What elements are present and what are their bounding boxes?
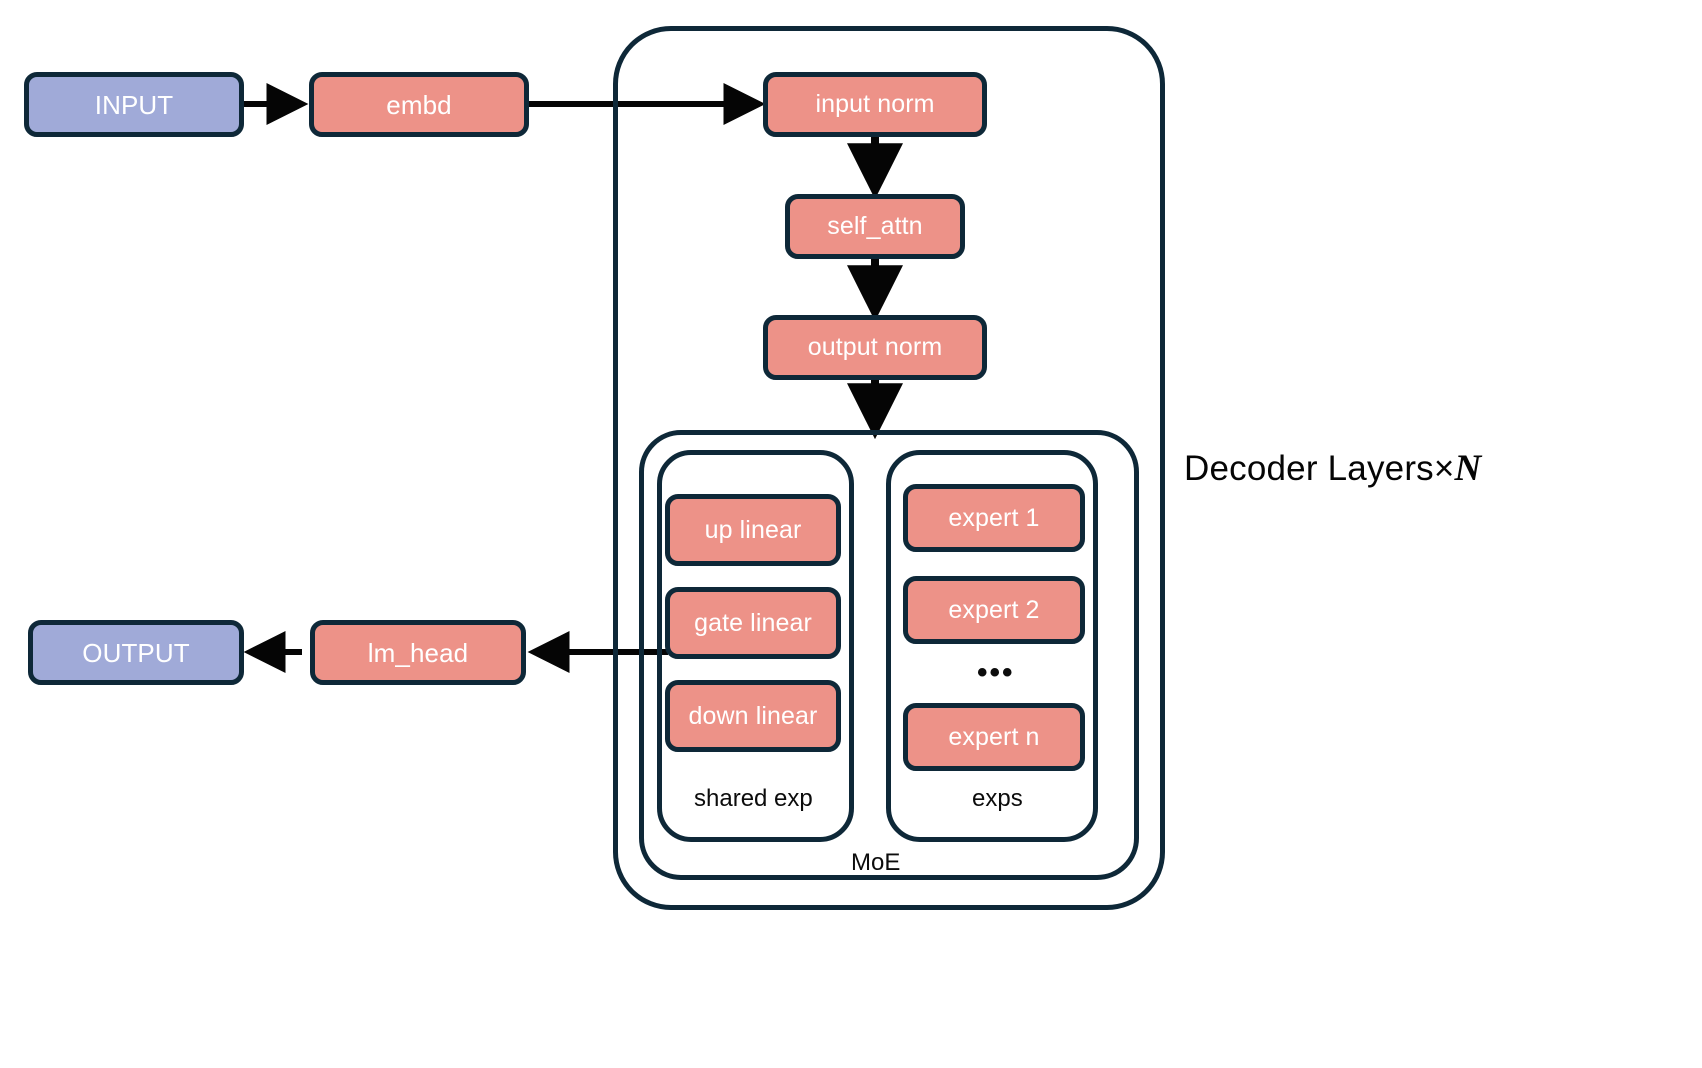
shared-expert-label: shared exp: [694, 785, 813, 812]
decoder-caption-multiplier: N: [1454, 448, 1482, 489]
node-input-norm[interactable]: input norm: [763, 72, 987, 137]
shared-expert-container: [657, 450, 854, 842]
node-self-attn[interactable]: self_attn: [785, 194, 965, 259]
node-lm-head[interactable]: lm_head: [310, 620, 526, 685]
node-gate-linear[interactable]: gate linear: [665, 587, 841, 659]
node-expert-1[interactable]: expert 1: [903, 484, 1085, 552]
experts-container: [886, 450, 1098, 842]
decoder-layers-container: [613, 26, 1165, 910]
decoder-layers-caption: Decoder Layers×N: [1184, 450, 1481, 487]
experts-label: exps: [972, 785, 1023, 812]
node-output-norm[interactable]: output norm: [763, 315, 987, 380]
node-expert-n[interactable]: expert n: [903, 703, 1085, 771]
node-up-linear[interactable]: up linear: [665, 494, 841, 566]
experts-ellipsis: •••: [977, 656, 1015, 689]
node-embd[interactable]: embd: [309, 72, 529, 137]
node-expert-2[interactable]: expert 2: [903, 576, 1085, 644]
decoder-caption-prefix: Decoder Layers×: [1184, 449, 1455, 488]
node-input[interactable]: INPUT: [24, 72, 244, 137]
moe-label: MoE: [851, 849, 901, 876]
node-output[interactable]: OUTPUT: [28, 620, 244, 685]
node-down-linear[interactable]: down linear: [665, 680, 841, 752]
